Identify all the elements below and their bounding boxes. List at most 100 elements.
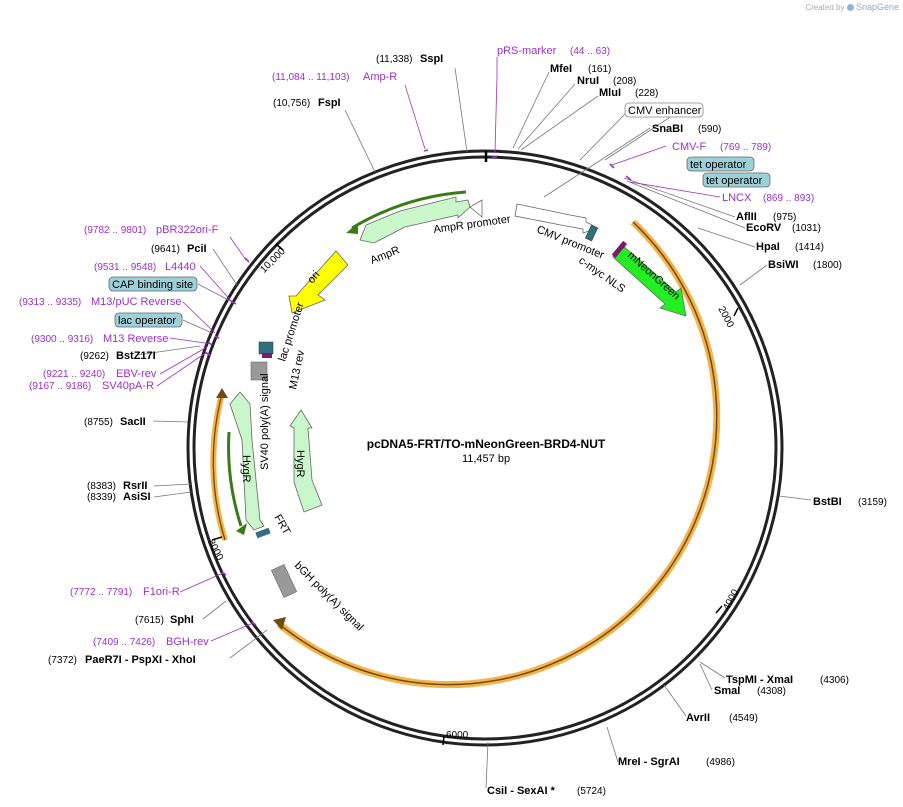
orf-arrowhead — [273, 617, 286, 630]
enzyme-pos: (3159) — [858, 497, 887, 508]
cmv-enhancer-label[interactable]: CMV enhancer — [628, 105, 702, 117]
enzyme-pos: (208) — [613, 76, 636, 87]
enzyme-name[interactable]: EcoRV — [746, 222, 782, 234]
tick-mark-6000 — [442, 735, 445, 746]
enzyme-name[interactable]: FspI — [318, 97, 341, 109]
enzyme-pos: (1800) — [813, 260, 842, 271]
lac-operator-label-box — [114, 312, 183, 328]
hygr-arrow-left — [229, 391, 265, 531]
enzyme-pos: (228) — [635, 88, 658, 99]
lac-operator-label[interactable]: lac operator — [118, 315, 176, 327]
bgh-polya-box — [270, 564, 298, 598]
tick-mark-8000 — [211, 536, 223, 541]
enzyme-name[interactable]: SnaBI — [652, 123, 683, 135]
primer-range: (11,084 .. 11,103) — [272, 72, 349, 83]
credit-brand: SnapGene — [855, 2, 899, 12]
tick-mark-2000 — [733, 307, 739, 317]
bgh-polya-label[interactable]: bGH poly(A) signal — [292, 560, 366, 634]
enzyme-pos: (11,338) — [376, 54, 413, 65]
tet-operator-label-box — [702, 172, 771, 188]
primer-name[interactable]: Amp-R — [363, 71, 397, 83]
primer-range: (9313 .. 9335) — [19, 297, 81, 308]
enzyme-pos: (590) — [698, 124, 721, 135]
primer-name[interactable]: CMV-F — [672, 141, 707, 153]
enzyme-name[interactable]: NruI — [577, 75, 599, 87]
enzyme-name[interactable]: AflII — [736, 211, 757, 223]
primer-name[interactable]: M13 Reverse — [103, 333, 168, 345]
hygr-label-left[interactable]: HygR — [240, 455, 252, 483]
enzyme-name[interactable]: BstZ17I — [116, 350, 156, 362]
tet-operator-label[interactable]: tet operator — [706, 175, 763, 187]
enzyme-pos: (4308) — [757, 686, 786, 697]
primer-name[interactable]: SV40pA-R — [102, 380, 154, 392]
primer-range: (869 .. 893) — [763, 193, 814, 204]
enzyme-name[interactable]: HpaI — [756, 241, 780, 253]
enzyme-name[interactable]: AvrII — [686, 712, 710, 724]
tet-operator-label[interactable]: tet operator — [690, 159, 747, 171]
frt-label[interactable]: FRT — [271, 513, 292, 538]
enzyme-name[interactable]: MreI - SgrAI — [618, 756, 680, 768]
enzyme-name[interactable]: TspMI - XmaI — [726, 674, 793, 686]
frt-box — [255, 527, 271, 539]
enzyme-name[interactable]: SacII — [120, 416, 146, 428]
cap-binding-label[interactable]: CAP binding site — [112, 279, 193, 291]
enzyme-name[interactable]: SmaI — [714, 685, 740, 697]
primer-range: (44 .. 63) — [570, 46, 610, 57]
primer-name[interactable]: L4440 — [165, 261, 196, 273]
enzyme-name[interactable]: CsiI - SexAI * — [487, 785, 556, 797]
ampr-label[interactable]: AmpR — [369, 244, 402, 267]
cmv-promoter-arrow — [514, 203, 600, 234]
ampr-orf-arrowhead — [346, 223, 358, 234]
primer-range: (9167 .. 9186) — [29, 381, 91, 392]
enzyme-name[interactable]: MfeI — [550, 63, 572, 75]
enzyme-pos: (975) — [773, 212, 796, 223]
hygr-arrow-right — [289, 409, 323, 513]
hygr-orf-line-arrowhead — [236, 523, 247, 535]
primer-name[interactable]: F1ori-R — [143, 586, 180, 598]
enzyme-pos: (8755) — [84, 417, 113, 428]
enzyme-name[interactable]: SphI — [170, 614, 194, 626]
snapgene-logo-icon — [846, 4, 854, 12]
primer-range: (769 .. 789) — [720, 142, 771, 153]
enzyme-name[interactable]: BstBI — [813, 496, 842, 508]
primer-name[interactable]: EBV-rev — [116, 368, 157, 380]
enzyme-pos: (1031) — [792, 223, 821, 234]
tet-operator-label-box — [686, 156, 755, 172]
ori-arrow — [288, 250, 349, 314]
enzyme-name[interactable]: BsiWI — [768, 259, 799, 271]
ampr-promoter-arrowhead — [469, 199, 483, 218]
enzyme-name[interactable]: PaeR7I - PspXI - XhoI — [85, 654, 196, 666]
primer-ticks — [205, 149, 632, 626]
enzyme-pos: (4986) — [706, 757, 735, 768]
credit-prefix: Created by — [805, 3, 845, 12]
enzyme-name[interactable]: MluI — [599, 87, 621, 99]
hygr-label-right[interactable]: HygR — [294, 450, 306, 478]
primer-name[interactable]: pRS-marker — [497, 45, 557, 57]
orf-arc-core — [278, 221, 718, 686]
tet-operator-box — [584, 225, 598, 242]
cap-binding-box — [108, 276, 198, 292]
primer-name[interactable]: pBR322ori-F — [156, 224, 219, 236]
hygr-orf-line — [227, 431, 243, 527]
enzyme-name[interactable]: AsiSI — [123, 491, 151, 503]
primer-range: (9782 .. 9801) — [84, 225, 146, 236]
primer-name[interactable]: BGH-rev — [166, 636, 209, 648]
enzyme-name[interactable]: SspI — [420, 53, 443, 65]
primer-range: (7772 .. 7791) — [70, 587, 132, 598]
primer-range: (9531 .. 9548) — [94, 262, 156, 273]
enzyme-pos: (9262) — [80, 351, 109, 362]
lac-promoter-box — [258, 341, 274, 355]
primer-name[interactable]: LNCX — [722, 192, 752, 204]
sv40-polya-box — [250, 361, 268, 381]
enzyme-name[interactable]: RsrII — [123, 480, 147, 492]
cmv-enhancer-box — [624, 102, 704, 118]
enzyme-name[interactable]: PciI — [187, 243, 207, 255]
tick-mark-4000 — [715, 605, 723, 614]
sv40-polya-label[interactable]: SV40 poly(A) signal — [259, 373, 271, 470]
primer-range: (9300 .. 9316) — [31, 334, 93, 345]
enzyme-pos: (8383) — [87, 481, 116, 492]
primer-name[interactable]: M13/pUC Reverse — [91, 296, 181, 308]
hygr-orf-core — [212, 393, 226, 541]
enzyme-pos: (4306) — [820, 675, 849, 686]
